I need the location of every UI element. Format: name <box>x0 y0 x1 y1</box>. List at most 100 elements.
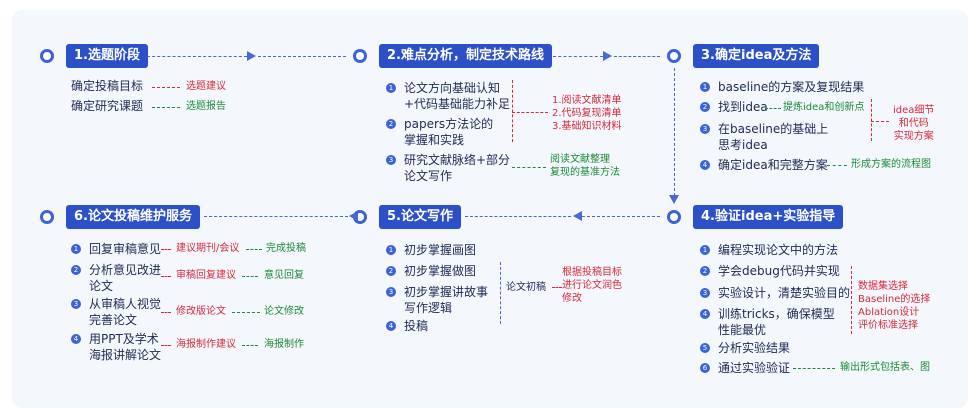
flow-connector <box>258 56 346 57</box>
s5-item: 3 初步掌握讲故事写作逻辑 <box>386 284 488 316</box>
flow-connector <box>465 216 571 217</box>
stage-title: 1.选题阶段 <box>66 44 148 68</box>
item-line: 掌握和实践 <box>404 133 465 147</box>
flow-connector <box>614 56 660 57</box>
item-line: 用PPT及学术 <box>89 332 159 346</box>
s4-item: 1 编程实现论文中的方法 <box>700 242 838 258</box>
note-connector <box>152 87 180 88</box>
note-connector <box>827 165 847 166</box>
item-number: 1 <box>700 82 710 92</box>
note-line: 阅读文献整理 <box>550 154 610 165</box>
note-line: idea细节 <box>893 105 935 116</box>
item-line: 初步掌握讲故事 <box>404 285 489 299</box>
note-line: 复现的基准方法 <box>550 167 620 178</box>
s6-green-note: 论文修改 <box>264 306 304 317</box>
item-number: 3 <box>386 155 396 165</box>
note-bracket <box>871 99 872 141</box>
item-line: 写作逻辑 <box>404 301 453 315</box>
item-line: 研究文献脉络+部分 <box>404 153 511 167</box>
stage-1: 1.选题阶段 <box>40 44 148 68</box>
s5-blue-note: 论文初稿 <box>506 282 546 293</box>
s5-item: 4 投稿 <box>386 318 428 334</box>
item-number: 2 <box>71 265 81 275</box>
item-number: 2 <box>700 266 710 276</box>
s3-red-note: idea细节 和代码 实现方案 <box>893 104 934 143</box>
arrow-left-icon <box>573 211 582 221</box>
s6-green-note: 海报制作 <box>264 339 304 350</box>
note-bracket <box>512 80 513 142</box>
note-line: 3.基础知识材料 <box>552 121 622 132</box>
item-line: papers方法论的 <box>404 117 494 131</box>
stage-2: 2.难点分析，制定技术路线 <box>353 44 552 68</box>
item-line: baseline的方案及复现结果 <box>718 80 865 94</box>
note-line: 2.代码复现清单 <box>552 108 622 119</box>
s3-green-note: 形成方案的流程图 <box>851 159 931 170</box>
item-line: 思考idea <box>718 138 768 152</box>
note-connector <box>161 276 171 277</box>
flow-connector <box>204 216 348 217</box>
note-connector <box>242 345 258 346</box>
s6-red-note: 审稿回复建议 <box>176 270 236 281</box>
stage-title: 3.确定idea及方法 <box>693 44 820 68</box>
stage-marker-icon <box>40 49 54 63</box>
s1-note: 选题报告 <box>186 101 226 112</box>
s2-item: 2 papers方法论的掌握和实践 <box>386 116 493 148</box>
item-line: 性能最优 <box>718 323 767 337</box>
s5-item: 2 初步掌握做图 <box>386 263 476 279</box>
item-number: 2 <box>386 119 396 129</box>
s2-item: 1 论文方向基础认知+代码基础能力补足 <box>386 80 510 112</box>
s1-row-text: 确定投稿目标 <box>71 79 144 93</box>
note-line: Ablation设计 <box>858 307 920 318</box>
note-connector <box>242 276 258 277</box>
note-connector <box>246 249 262 250</box>
s6-item: 3 从审稿人视觉完善论文 <box>71 296 161 328</box>
s4-item: 5 分析实验结果 <box>700 340 790 356</box>
item-line: 在baseline的基础上 <box>718 122 829 136</box>
item-line: 投稿 <box>404 319 429 333</box>
stage-title: 4.验证idea+实验指导 <box>693 205 844 229</box>
note-connector <box>152 107 180 108</box>
flow-connector <box>147 56 247 57</box>
s1-row: 确定投稿目标 <box>71 78 143 94</box>
item-line: 训练tricks，确保模型 <box>718 307 835 321</box>
note-line: 实现方案 <box>893 131 934 142</box>
item-number: 3 <box>700 124 710 134</box>
arrow-right-icon <box>247 51 256 61</box>
flow-connector <box>553 56 603 57</box>
s4-item: 2 学会debug代码并实现 <box>700 263 840 279</box>
stage-marker-icon <box>667 210 681 224</box>
arrow-left-icon <box>349 211 358 221</box>
s4-item: 3 实验设计，清楚实验目的 <box>700 285 850 301</box>
note-line: 修改 <box>562 293 582 304</box>
item-number: 1 <box>386 83 396 93</box>
item-line: 完善论文 <box>89 313 138 327</box>
item-number: 2 <box>386 266 396 276</box>
item-number: 3 <box>700 288 710 298</box>
item-line: 分析意见改进 <box>89 263 162 277</box>
item-number: 1 <box>71 244 81 254</box>
item-number: 4 <box>386 321 396 331</box>
s2-item: 3 研究文献脉络+部分论文写作 <box>386 152 510 184</box>
s6-item: 4 用PPT及学术海报讲解论文 <box>71 331 161 363</box>
s4-red-note: 数据集选择 Baseline的选择 Ablation设计 评价标准选择 <box>858 280 930 332</box>
s5-item: 1 初步掌握画图 <box>386 242 476 258</box>
item-line: 初步掌握做图 <box>404 264 477 278</box>
stage-6: 6.论文投稿维护服务 <box>40 205 200 229</box>
s6-red-note: 修改版论文 <box>176 306 226 317</box>
s6-item: 2 分析意见改进论文 <box>71 262 161 294</box>
s1-note: 选题建议 <box>186 81 226 92</box>
note-connector <box>232 312 260 313</box>
s3-item: 3 在baseline的基础上思考idea <box>700 121 828 153</box>
s5-red-note: 根据投稿目标 进行论文润色 修改 <box>562 266 622 305</box>
note-line: Baseline的选择 <box>858 294 931 305</box>
s2-green-note: 阅读文献整理 复现的基准方法 <box>550 153 620 179</box>
s2-red-note: 1.阅读文献清单 2.代码复现清单 3.基础知识材料 <box>552 94 622 133</box>
item-line: +代码基础能力补足 <box>404 97 511 111</box>
s4-item: 4 训练tricks，确保模型性能最优 <box>700 306 835 338</box>
s1-row-text: 确定研究课题 <box>71 99 144 113</box>
note-connector <box>552 287 562 288</box>
item-number: 4 <box>700 160 710 170</box>
note-connector <box>871 121 889 122</box>
item-line: 确定idea和完整方案 <box>718 158 828 172</box>
